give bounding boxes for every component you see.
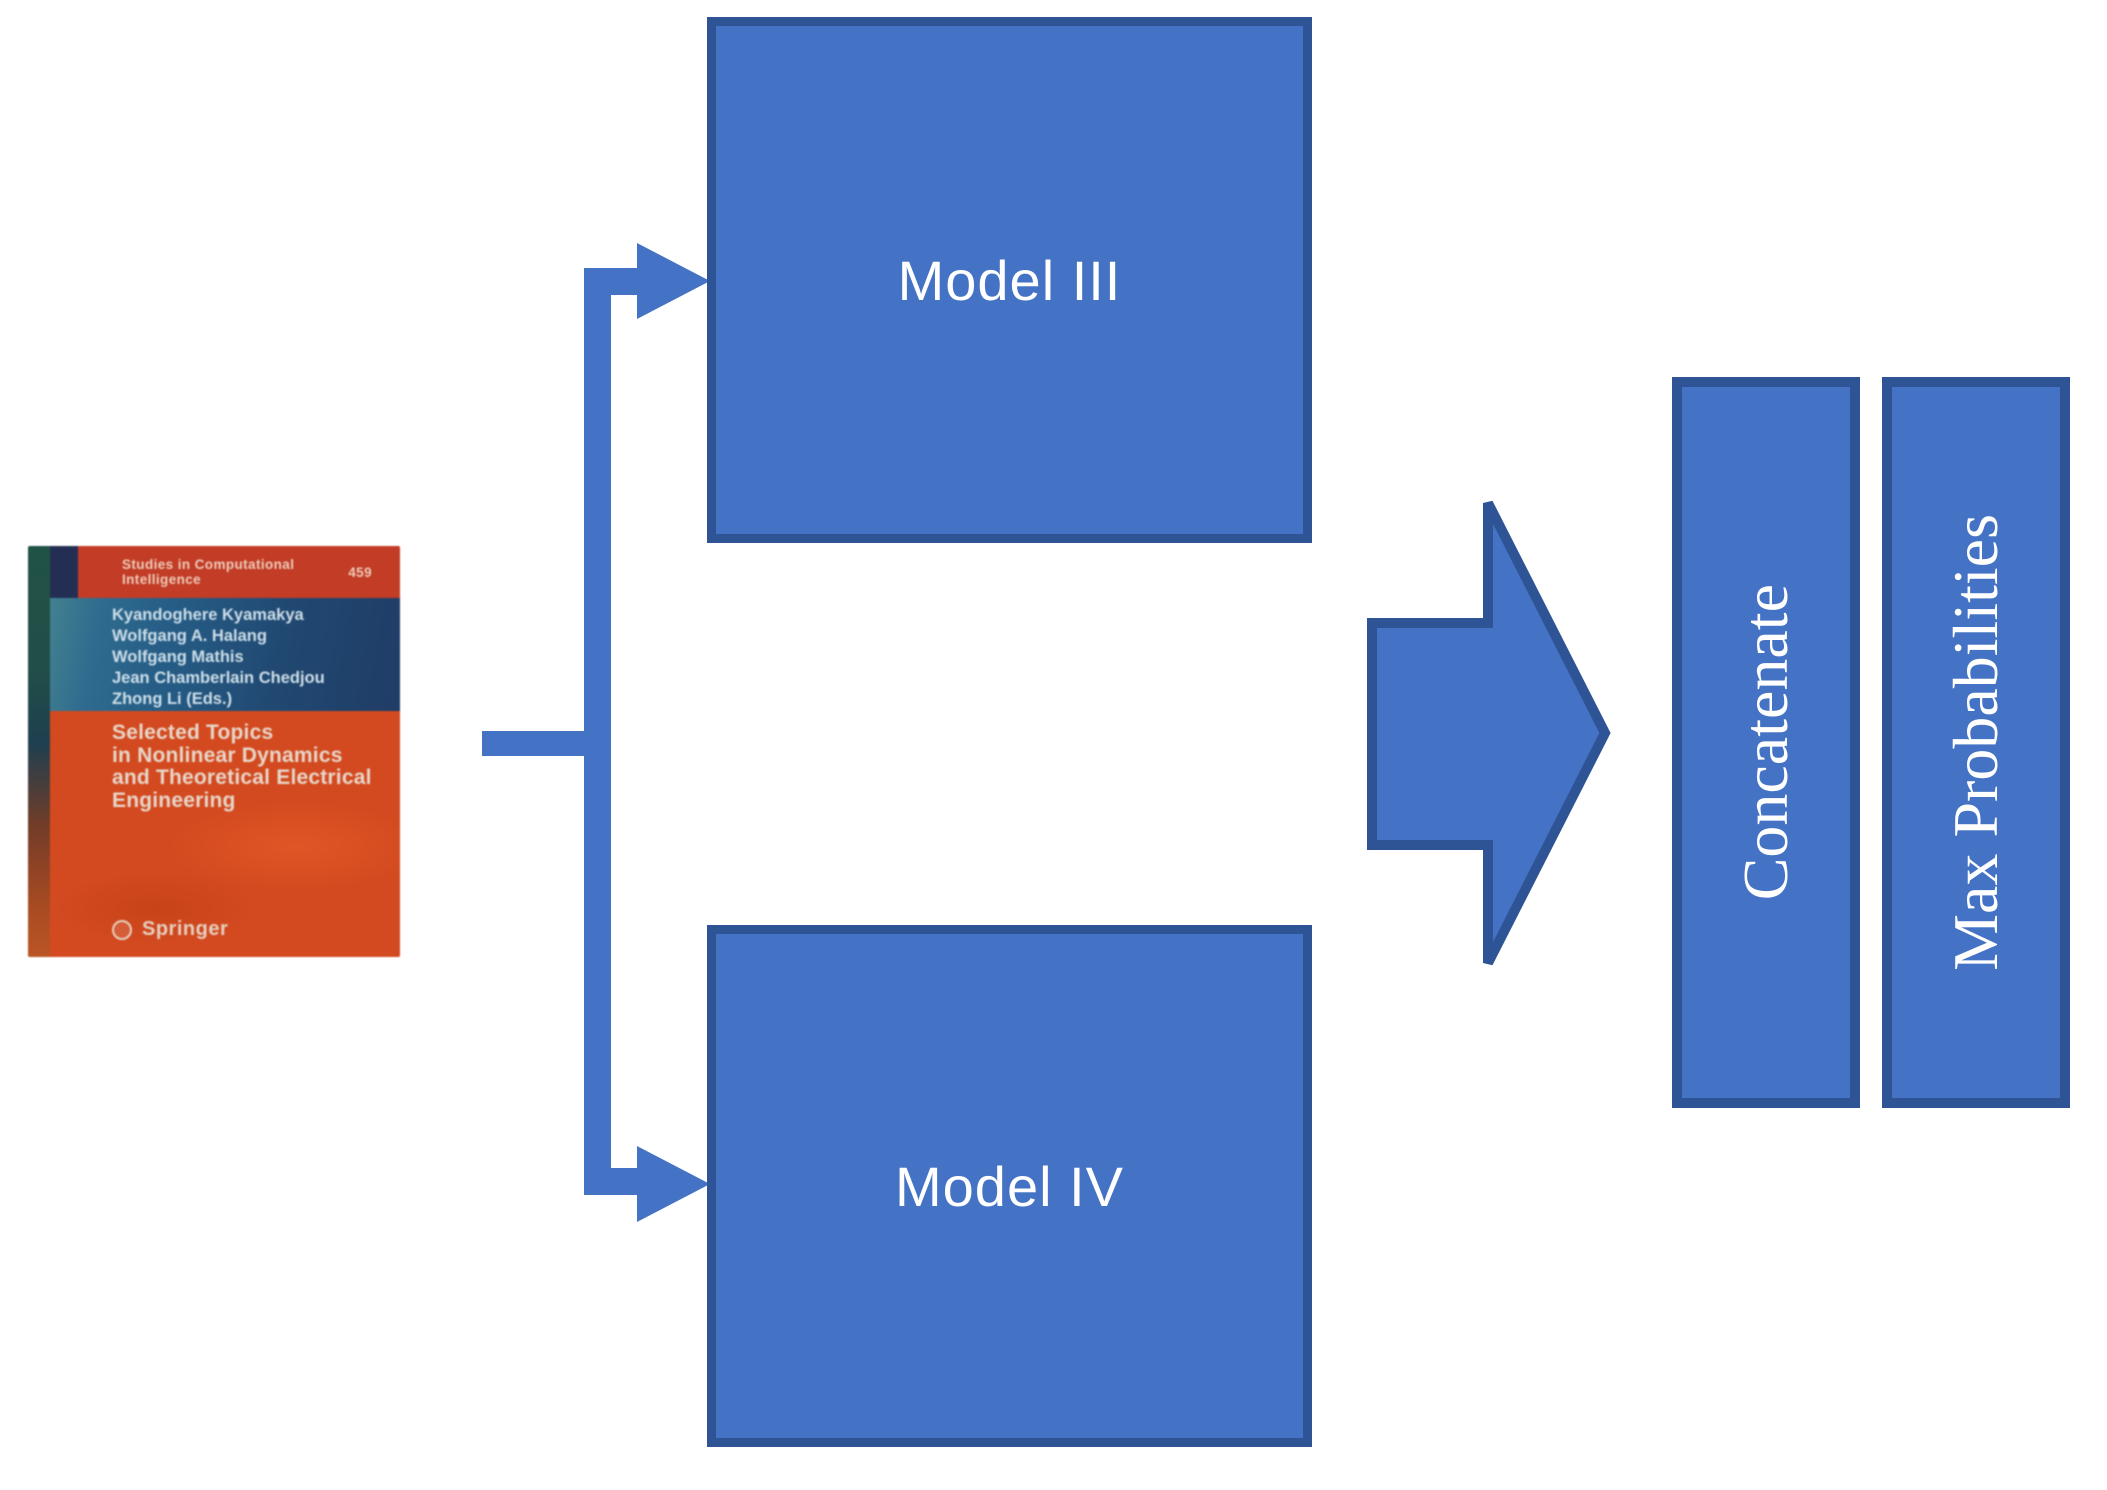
book-series-text: Studies in Computational Intelligence 45… bbox=[122, 557, 372, 587]
author-line: Kyandoghere Kyamakya bbox=[112, 606, 304, 624]
book-banner-corner bbox=[50, 546, 78, 598]
connector-arrowhead-bottom-icon bbox=[637, 1146, 710, 1222]
title-line: Engineering bbox=[112, 788, 236, 812]
series-number: 459 bbox=[348, 564, 372, 580]
title-line: in Nonlinear Dynamics bbox=[112, 743, 343, 767]
publisher-row: Springer bbox=[112, 918, 228, 941]
author-line: Jean Chamberlain Chedjou bbox=[112, 669, 325, 687]
publisher-label: Springer bbox=[142, 918, 229, 940]
springer-logo-icon bbox=[112, 919, 132, 940]
connector-arm-bottom bbox=[584, 1168, 644, 1195]
book-cover: Studies in Computational Intelligence 45… bbox=[28, 546, 400, 957]
book-spine bbox=[28, 546, 50, 957]
output-concatenate-label: Concatenate bbox=[1730, 584, 1801, 901]
connector-arrowhead-top-icon bbox=[637, 243, 710, 319]
author-line: Wolfgang Mathis bbox=[112, 648, 244, 666]
connector-vertical-line bbox=[584, 268, 611, 1195]
series-label: Studies in Computational Intelligence bbox=[122, 557, 295, 587]
node-model-iii-label: Model III bbox=[897, 248, 1122, 312]
node-model-iv-label: Model IV bbox=[895, 1154, 1124, 1218]
book-title-block: Selected Topics in Nonlinear Dynamics an… bbox=[50, 711, 400, 957]
output-max-probabilities: Max Probabilities bbox=[1882, 377, 2070, 1108]
author-line: Wolfgang A. Halang bbox=[112, 627, 267, 645]
merge-arrow-icon bbox=[1367, 500, 1611, 966]
title-line: Selected Topics bbox=[112, 721, 274, 744]
book-series-banner: Studies in Computational Intelligence 45… bbox=[50, 546, 400, 598]
output-max-probabilities-label: Max Probabilities bbox=[1940, 514, 2011, 971]
author-line: Zhong Li (Eds.) bbox=[112, 690, 233, 708]
node-model-iv: Model IV bbox=[707, 925, 1312, 1447]
title-line: and Theoretical Electrical bbox=[112, 766, 372, 789]
book-title: Selected Topics in Nonlinear Dynamics an… bbox=[50, 711, 400, 812]
node-model-iii: Model III bbox=[707, 17, 1312, 543]
output-concatenate: Concatenate bbox=[1672, 377, 1860, 1108]
book-authors-block: Kyandoghere Kyamakya Wolfgang A. Halang … bbox=[50, 598, 400, 711]
connector-arm-top bbox=[584, 268, 644, 295]
